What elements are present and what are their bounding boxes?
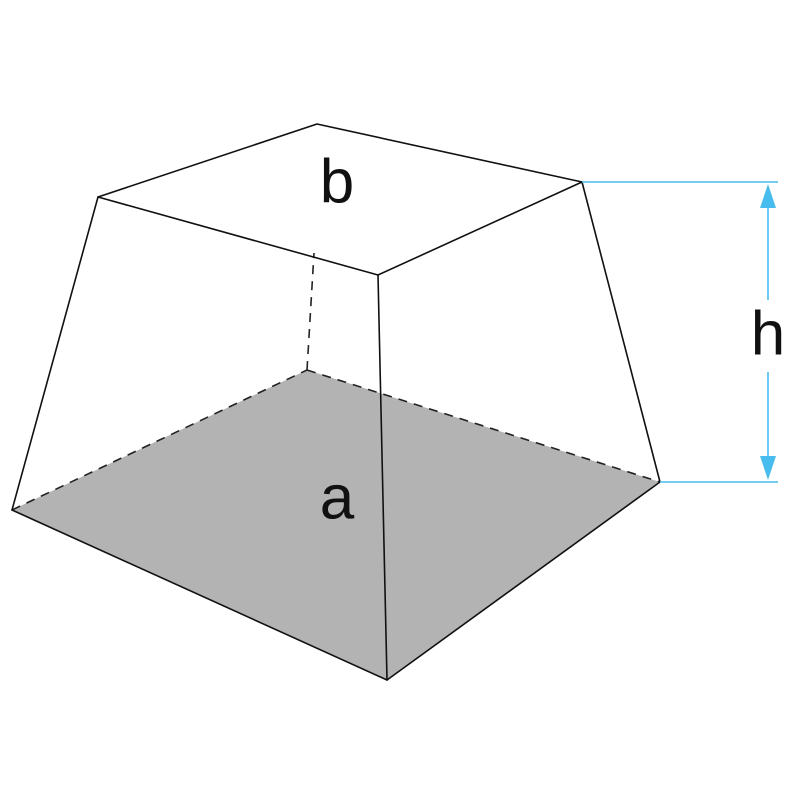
edge-lateral-front [377, 274, 388, 681]
hidden-edge-back-lateral [306, 252, 315, 371]
edge-lateral-left [11, 196, 99, 511]
bottom-base-label: a [320, 463, 355, 532]
bottom-base-face [12, 370, 660, 680]
hidden-edge-bottom-left-back [11, 369, 308, 511]
top-base-label: b [320, 147, 354, 216]
height-arrow-down-icon [760, 456, 776, 480]
hidden-edge-bottom-right-back [306, 369, 661, 483]
edge-lateral-right [581, 181, 661, 483]
edge-bottom-front-left [11, 509, 388, 681]
edge-bottom-front-right [386, 481, 661, 681]
height-label: h [751, 299, 785, 368]
height-arrow-up-icon [760, 184, 776, 208]
